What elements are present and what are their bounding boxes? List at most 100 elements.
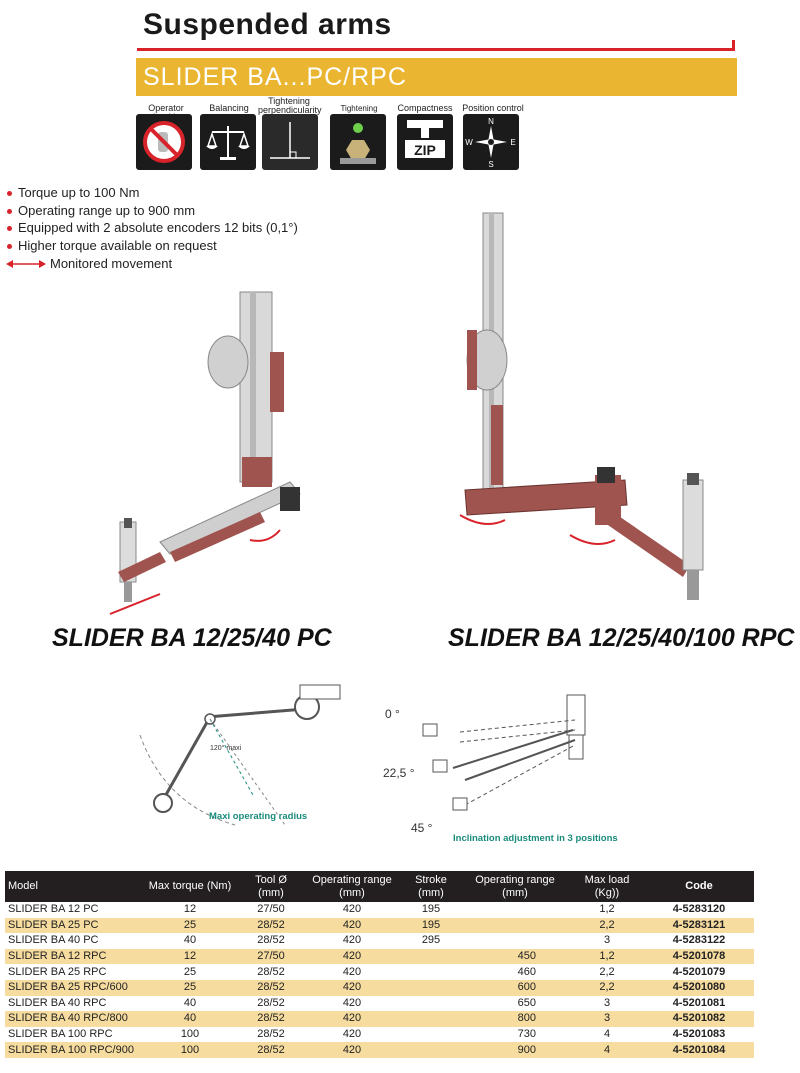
cell-range2: 730 (517, 1028, 536, 1041)
cell-load: 2,2 (570, 917, 644, 934)
cell-range1: 420 (302, 948, 402, 965)
angle-22-5: 22,5 ° (383, 766, 415, 780)
cell-torque: 25 (140, 917, 240, 934)
model-title-pc: SLIDER BA 12/25/40 PC (52, 624, 332, 652)
cell-range2 (460, 933, 570, 949)
feature-bullets: Torque up to 100 Nm Operating range up t… (6, 184, 298, 254)
cell-tool: 28/52 (257, 996, 285, 1009)
feature-label-perpendicularity: Tightening perpendicularity (258, 96, 322, 115)
cell-range2 (460, 902, 570, 918)
header-range2: Operating range (mm) (460, 871, 570, 902)
cell-load: 4 (570, 1042, 644, 1058)
cell-load: 3 (570, 1011, 644, 1027)
cell-model: SLIDER BA 100 RPC (8, 1028, 113, 1041)
operating-radius-diagram: 120° maxi Maxi operating radius (139, 684, 341, 826)
angle-0: 0 ° (385, 707, 400, 721)
feature-label-balancing: Balancing (209, 103, 249, 113)
no-hand-icon (136, 114, 192, 170)
cell-range2 (460, 917, 570, 934)
cell-stroke (402, 1042, 460, 1058)
cell-stroke (402, 1011, 460, 1027)
cell-stroke (402, 979, 460, 996)
cell-range1: 420 (302, 979, 402, 996)
cell-range1: 420 (302, 1011, 402, 1027)
cell-range1: 420 (302, 917, 402, 934)
zip-text: ZIP (414, 142, 436, 158)
header-tool: Tool Ø (mm) (240, 871, 302, 902)
cell-stroke (402, 1027, 460, 1043)
cell-range2: 650 (517, 996, 536, 1009)
perpendicular-icon (262, 114, 318, 170)
model-title-rpc: SLIDER BA 12/25/40/100 RPC (448, 624, 795, 652)
cell-model: SLIDER BA 40 PC (8, 934, 99, 947)
angle-45: 45 ° (411, 821, 433, 835)
header-range1: Operating range (mm) (302, 871, 402, 902)
compass-e: E (510, 138, 515, 147)
product-name: SLIDER BA...PC/RPC (143, 63, 407, 91)
cell-torque: 100 (180, 1028, 200, 1041)
cell-range1: 420 (342, 1028, 362, 1041)
cell-model: SLIDER BA 25 RPC/600 (5, 979, 140, 996)
cell-code: 4-5201080 (644, 979, 754, 996)
cell-tool: 28/52 (240, 1011, 302, 1027)
cell-torque: 40 (140, 1011, 240, 1027)
cell-range2: 450 (460, 948, 570, 965)
cell-range1: 420 (342, 965, 362, 978)
cell-model: SLIDER BA 12 PC (8, 903, 99, 916)
cell-tool: 28/52 (257, 965, 285, 978)
page-title: Suspended arms (143, 8, 392, 41)
cell-tool: 28/52 (240, 917, 302, 934)
bullet-item: Higher torque available on request (6, 237, 298, 255)
cell-range1: 420 (302, 1042, 402, 1058)
cell-torque: 12 (140, 948, 240, 965)
cell-stroke (402, 996, 460, 1012)
monitored-movement-legend: Monitored movement (6, 256, 172, 271)
cell-load: 4 (603, 1028, 611, 1041)
cell-load: 1,2 (570, 948, 644, 965)
title-rule (137, 48, 735, 51)
cell-range2: 460 (517, 965, 536, 978)
cell-load: 2,2 (570, 979, 644, 996)
cell-torque: 40 (183, 934, 197, 947)
cell-tool: 28/52 (257, 1028, 285, 1041)
bullet-item: Torque up to 100 Nm (6, 184, 298, 202)
operating-radius-caption: Maxi operating radius (209, 811, 307, 822)
header-load: Max load (Kg)) (570, 871, 644, 902)
cell-code: 4-5201079 (672, 965, 726, 978)
cell-torque: 40 (183, 996, 197, 1009)
cell-load: 3 (603, 996, 611, 1009)
cell-range1: 420 (342, 903, 362, 916)
compass-s: S (488, 160, 493, 169)
feature-label-position-control: Position control (462, 103, 524, 113)
cell-tool: 27/50 (240, 948, 302, 965)
cell-torque: 100 (140, 1042, 240, 1058)
bullet-item: Operating range up to 900 mm (6, 202, 298, 220)
compass-w: W (465, 138, 473, 147)
cell-code: 4-5283120 (672, 903, 726, 916)
cell-model: SLIDER BA 25 PC (5, 917, 140, 934)
bullet-item: Equipped with 2 absolute encoders 12 bit… (6, 219, 298, 237)
cell-tool: 28/52 (240, 979, 302, 996)
cell-code: 4-5201082 (644, 1011, 754, 1027)
cell-tool: 27/50 (257, 903, 285, 916)
cell-range2: 600 (460, 979, 570, 996)
cell-code: 4-5283122 (672, 934, 726, 947)
cell-model: SLIDER BA 12 RPC (5, 948, 140, 965)
cell-model: SLIDER BA 40 RPC/800 (5, 1011, 140, 1027)
table-header-row: Model Max torque (Nm) Tool Ø (mm) Operat… (5, 871, 754, 902)
cell-load: 1,2 (599, 903, 615, 916)
cell-stroke: 195 (421, 903, 441, 916)
scale-icon (200, 114, 256, 170)
cell-tool: 28/52 (240, 1042, 302, 1058)
compass-n: N (488, 117, 494, 126)
header-stroke: Stroke (mm) (402, 871, 460, 902)
